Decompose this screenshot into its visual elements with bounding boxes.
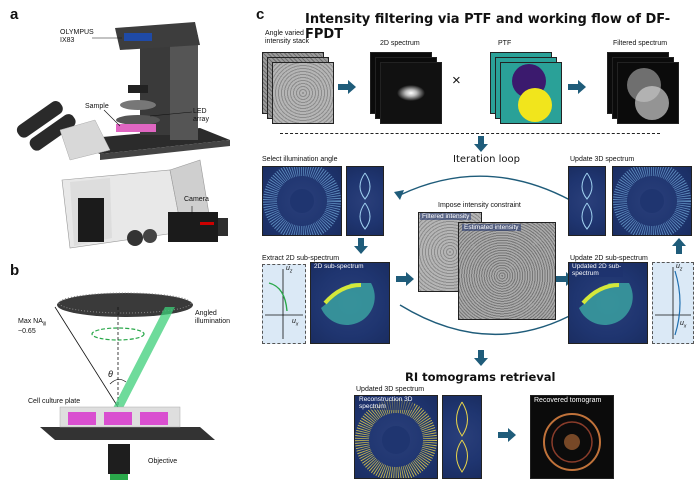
filtered-intensity-label: Filtered intensity <box>420 213 472 220</box>
angled-illumination-label: Angled illumination <box>195 310 231 325</box>
reconstruction-3d-profile <box>442 395 482 479</box>
cell-culture-plate-label: Cell culture plate <box>28 398 81 405</box>
arrow-down-icon <box>474 136 488 152</box>
section-divider <box>280 133 660 134</box>
select-angle-label: Select illumination angle <box>262 156 338 163</box>
ri-retrieval-title: RI tomograms retrieval <box>405 370 556 384</box>
objective-label: Objective <box>148 458 178 465</box>
filtered-stack-front <box>617 62 679 124</box>
recon-3d-label: Reconstruction 3D spectrum <box>357 396 415 410</box>
camera-body <box>168 212 218 242</box>
recovered-tomogram-label: Recovered tomogram <box>534 397 602 404</box>
sub-spectrum-2d-image <box>310 262 390 344</box>
microscope-illustration <box>16 22 230 249</box>
olympus-label: OLYMPUS IX83 <box>60 29 94 44</box>
panel-letter-b: b <box>10 262 20 279</box>
arrow-down-icon <box>474 350 488 366</box>
updated-sub-spectrum-label: Updated 2D sub- spectrum <box>570 263 624 277</box>
filtered-spectrum-label: Filtered spectrum <box>613 40 668 47</box>
led-array-disc <box>57 293 193 317</box>
workflow-title: Intensity filtering via PTF and working … <box>305 12 671 42</box>
arrow-down-icon <box>354 238 368 254</box>
theta-label: θ <box>108 369 113 379</box>
update-sub-label: Update 2D sub-spectrum <box>570 255 648 262</box>
select-angle-profile <box>346 166 384 236</box>
intensity-stack-front <box>272 62 334 124</box>
arrow-up-icon <box>672 238 686 254</box>
ux-axis-label-left: ux <box>292 318 299 328</box>
uz-axis-label-left: uz <box>286 265 293 275</box>
multiply-symbol: × <box>452 72 461 89</box>
arrow-right-icon <box>338 80 356 94</box>
sample-plate <box>116 124 156 132</box>
extract-sub-label: Extract 2D sub-spectrum <box>262 255 340 262</box>
max-na-label: Max NAill ~0.65 <box>18 318 47 336</box>
spectrum-2d-label: 2D spectrum <box>380 40 420 47</box>
angle-stack-label: Angle varied intensity stack <box>265 30 309 45</box>
arrow-right-icon <box>396 272 414 286</box>
arrow-right-icon <box>568 80 586 94</box>
led-array-label: LED array <box>193 108 209 123</box>
arrow-right-icon <box>498 428 516 442</box>
impose-constraint-label: Impose intensity constraint <box>438 202 521 209</box>
update-3d-profile <box>568 166 606 236</box>
ptf-stack-front <box>500 62 562 124</box>
update-3d-spectrum <box>612 166 692 236</box>
select-angle-spectrum <box>262 166 342 236</box>
sub-spectrum-2d-label: 2D sub-spectrum <box>312 263 366 270</box>
spectrum-stack-front <box>380 62 442 124</box>
update-3d-label: Update 3D spectrum <box>570 156 635 163</box>
updated-3d-label: Updated 3D spectrum <box>356 386 425 393</box>
angled-beam <box>112 307 175 410</box>
sample-label: Sample <box>85 103 109 110</box>
iteration-loop-label: Iteration loop <box>453 154 520 165</box>
extract-axes-sketch <box>262 264 306 344</box>
base-screen <box>78 198 104 242</box>
iteration-arc-top <box>394 175 571 201</box>
panel-letter-c: c <box>256 6 265 23</box>
update-axes-sketch <box>652 262 694 344</box>
olympus-badge <box>124 33 152 41</box>
camera-label: Camera <box>184 196 209 203</box>
ux-axis-label-right: ux <box>680 320 687 330</box>
estimated-intensity-image <box>458 222 556 320</box>
estimated-intensity-label: Estimated intensity <box>462 224 521 231</box>
uz-axis-label-right: uz <box>676 263 683 273</box>
recovered-tomogram-image <box>530 395 614 479</box>
illumination-diagram <box>40 292 215 480</box>
ptf-label: PTF <box>498 40 512 47</box>
panel-letter-a: a <box>10 6 19 23</box>
objective-lens <box>108 444 130 474</box>
